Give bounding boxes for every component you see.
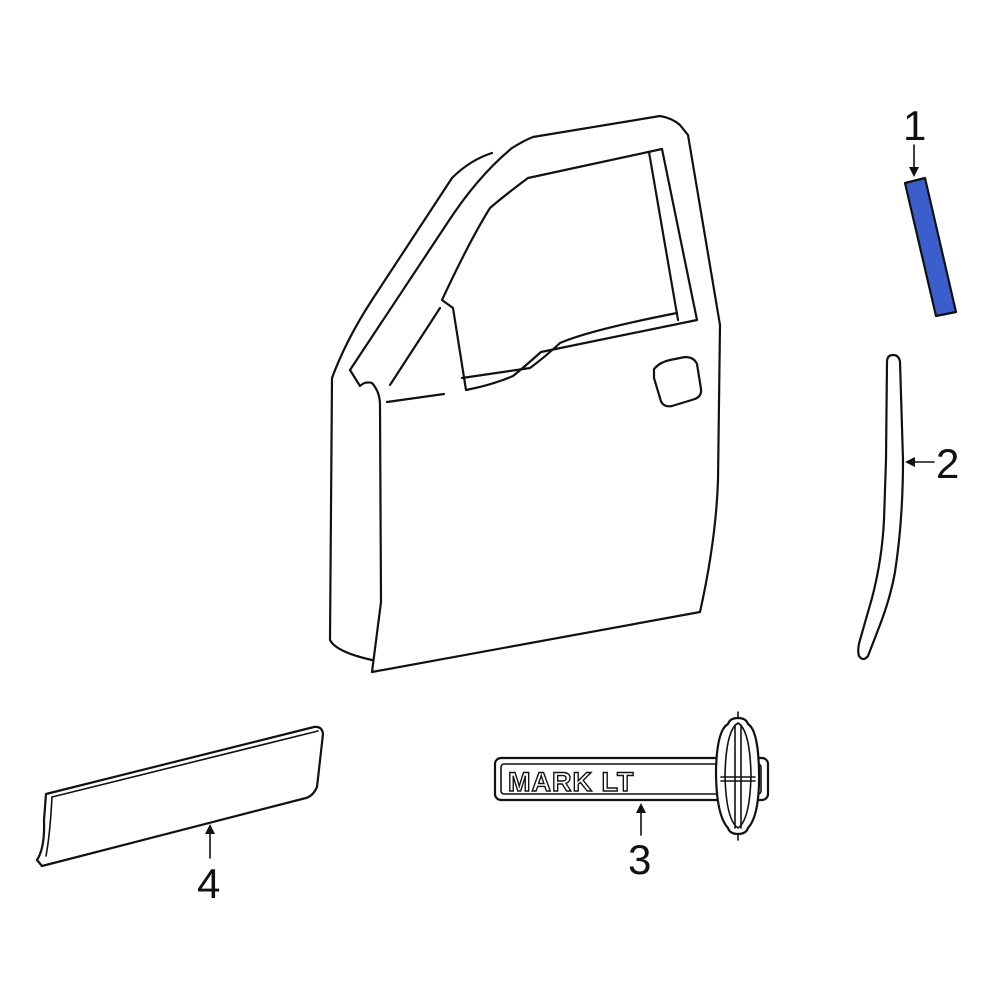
callout-1-label: 1: [903, 102, 926, 149]
part-1-applique[interactable]: [903, 176, 958, 318]
callout-3-label: 3: [628, 836, 651, 883]
callout-4: 4: [197, 824, 220, 907]
callout-1: 1: [903, 102, 926, 177]
emblem-text: MARK LT: [508, 767, 634, 797]
front-door-shell: [328, 114, 722, 674]
callout-2: 2: [905, 440, 959, 487]
part-2-belt-molding[interactable]: [857, 353, 905, 661]
callout-4-label: 4: [197, 860, 220, 907]
part-4-body-side-molding[interactable]: [35, 725, 325, 868]
callout-2-label: 2: [936, 440, 959, 487]
star-medallion-icon: [714, 711, 761, 841]
callout-3: 3: [628, 803, 651, 883]
part-3-nameplate[interactable]: MARK LT: [493, 711, 770, 841]
